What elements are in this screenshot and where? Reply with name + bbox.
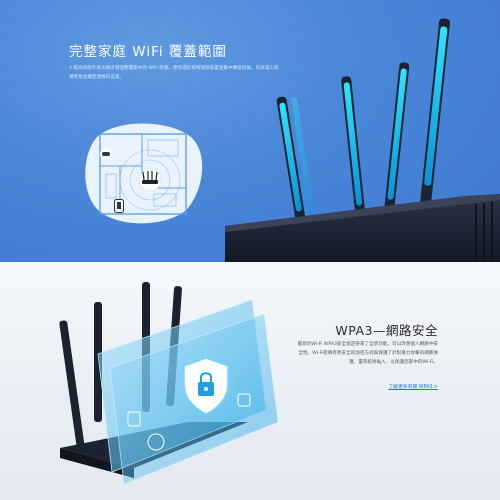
router-mini-icon [140,170,160,190]
phone-icon [114,198,124,217]
security-title: WPA3—網路安全 [335,323,438,338]
coverage-title: 完整家庭 WiFi 覆蓋範圍 [69,44,227,60]
gamepad-icon [99,145,113,164]
security-description: 最新的Wi-Fi WPA3安全協定帶來了全新功能，可以改善個人網路中安全性。Wi… [297,342,438,365]
router-image [225,18,500,262]
coverage-description: 4 根高效能外部天線可增強整體家中的 WiFi 訊號，更有成形技術偵測裝置並集中… [69,66,279,80]
coverage-section: 完整家庭 WiFi 覆蓋範圍 4 根高效能外部天線可增強整體家中的 WiFi 訊… [0,0,500,262]
learn-more-wpa3-link[interactable]: 了解更多有關 WPA3 > [388,385,438,390]
security-section: WPA3—網路安全 最新的Wi-Fi WPA3安全協定帶來了全新功能，可以改善個… [0,262,500,500]
wpa3-router-image [38,272,288,490]
